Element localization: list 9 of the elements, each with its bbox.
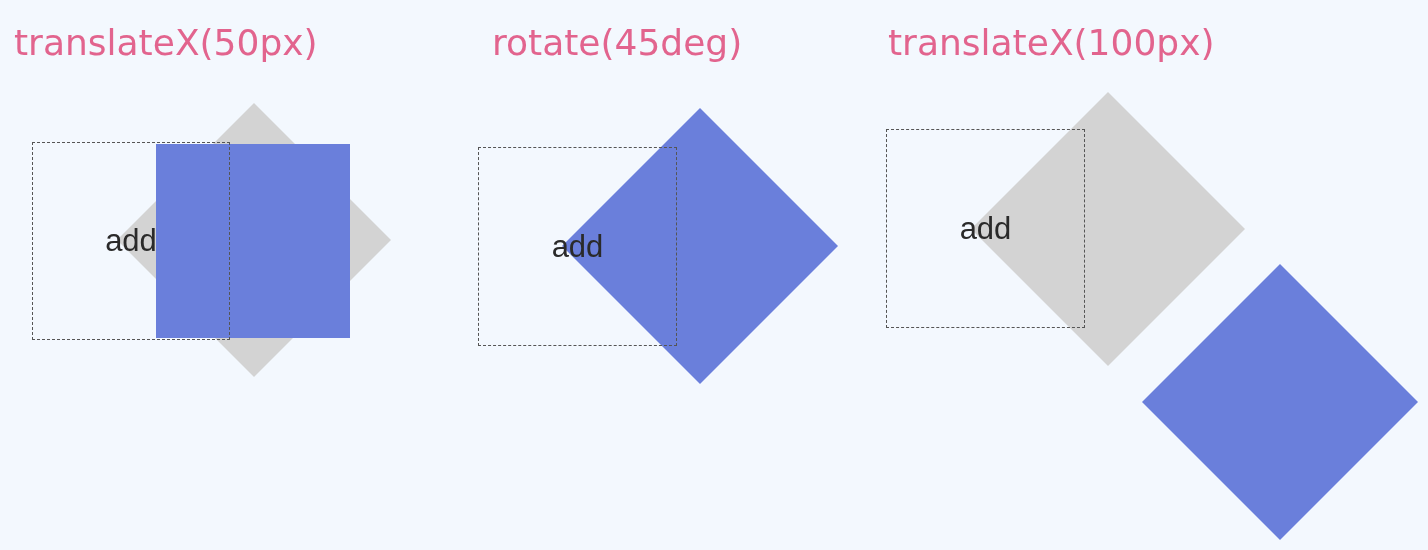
diamond-shape: [1142, 264, 1418, 540]
element-label: add: [105, 223, 157, 259]
transform-title: translateX(100px): [888, 22, 1215, 63]
element-label: add: [959, 210, 1012, 247]
dashed-box: [32, 142, 230, 340]
dashed-box: [886, 129, 1085, 328]
transform-title: translateX(50px): [14, 22, 318, 63]
transform-title: rotate(45deg): [492, 22, 743, 63]
dashed-box: [478, 147, 677, 346]
